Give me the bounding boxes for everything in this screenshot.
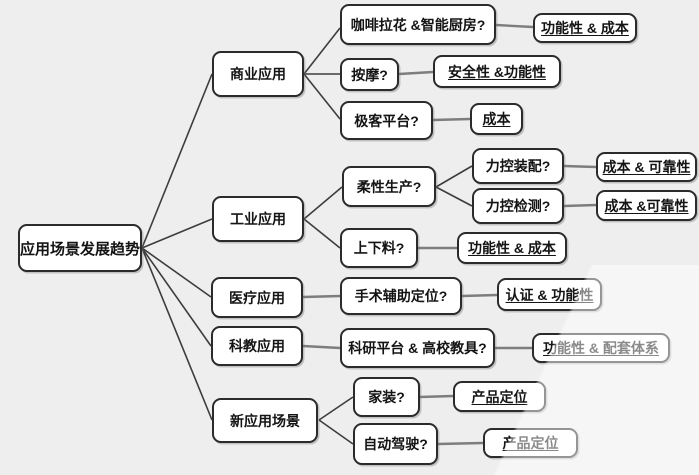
node-autonomous-driving: 自动驾驶?	[353, 423, 438, 465]
node-force-control-assembly: 力控装配?	[472, 148, 564, 184]
node-loading-unloading: 上下料?	[340, 228, 418, 268]
node-industrial-application: 工业应用	[212, 196, 304, 242]
node-coffee-criteria: 功能性 & 成本	[533, 13, 637, 43]
node-force-assembly-criteria: 成本 & 可靠性	[596, 152, 697, 182]
node-home-criteria: 产品定位	[453, 381, 546, 412]
node-medical-application: 医疗应用	[211, 277, 303, 318]
node-research-criteria: 功能性 & 配套体系	[532, 333, 670, 363]
node-root: 应用场景发展趋势	[18, 224, 142, 272]
node-geek-platform: 极客平台?	[340, 101, 433, 140]
node-research-platform: 科研平台 & 高校教具?	[340, 328, 495, 368]
node-flexible-production: 柔性生产?	[342, 166, 436, 207]
node-education-application: 科教应用	[211, 326, 303, 366]
node-home-decoration: 家装?	[353, 377, 420, 417]
node-geek-criteria: 成本	[470, 103, 523, 135]
node-surgical-criteria: 认证 & 功能性	[497, 278, 602, 311]
node-driving-criteria: 产品定位	[483, 428, 578, 458]
node-massage-criteria: 安全性 &功能性	[433, 55, 561, 88]
node-commercial-application: 商业应用	[212, 51, 304, 97]
node-loading-criteria: 功能性 & 成本	[457, 232, 567, 264]
node-surgical-positioning: 手术辅助定位?	[340, 277, 462, 315]
node-force-inspection-criteria: 成本 &可靠性	[596, 190, 697, 221]
node-massage: 按摩?	[340, 58, 399, 91]
node-coffee-smart-kitchen: 咖啡拉花 &智能厨房?	[340, 4, 496, 45]
node-force-control-inspection: 力控检测?	[472, 188, 564, 224]
node-new-application-scene: 新应用场景	[212, 398, 318, 443]
